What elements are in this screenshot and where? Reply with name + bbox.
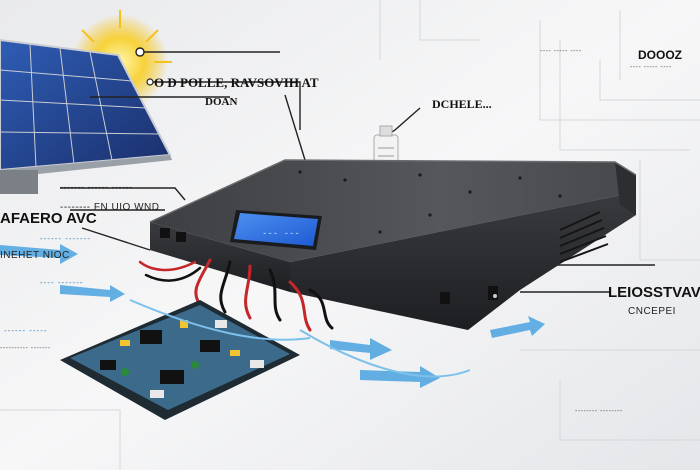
flow-arrows bbox=[0, 244, 545, 388]
label-top-right-left: ---- ----- ---- bbox=[540, 48, 582, 55]
lcd-text: --- --- bbox=[262, 229, 300, 239]
label-left-top: ------- ------ ------ bbox=[60, 182, 133, 192]
callout-dot bbox=[146, 78, 154, 86]
label-left-sub-blue: ------ ------- bbox=[40, 234, 91, 243]
label-top-left-sub: DOAN bbox=[205, 96, 238, 108]
label-right-sub: CNCEPEI bbox=[628, 306, 676, 317]
label-top-right-sub: ---- ----- ---- bbox=[630, 64, 672, 71]
label-left-blue-3: ------ ----- bbox=[4, 326, 48, 335]
label-right-bottom: -------- -------- bbox=[575, 408, 623, 415]
circuit-board bbox=[60, 300, 300, 420]
label-left-bottom: ---------- ------- bbox=[0, 345, 51, 352]
cables bbox=[138, 258, 334, 332]
callout-lines bbox=[60, 51, 655, 293]
label-left-sub: INEHET NIOC bbox=[0, 250, 70, 261]
label-left-blue-2: ---- ------- bbox=[40, 278, 84, 287]
callout-dot bbox=[135, 47, 145, 57]
flow-lines bbox=[129, 299, 471, 378]
label-top-center: DCHELE... bbox=[432, 97, 492, 111]
solar-panel bbox=[0, 38, 172, 194]
label-right-main: LEIOSSTVAV bbox=[608, 284, 700, 301]
label-top-right: DOOOZ bbox=[638, 48, 682, 62]
label-left-main: AFAERO AVC bbox=[0, 210, 97, 227]
label-left-mid: -------- FN UIO WND bbox=[60, 202, 160, 213]
label-top-left: O D POLLE, RAVSOVIH AT bbox=[154, 75, 319, 90]
lcd-display: --- --- bbox=[230, 210, 322, 250]
